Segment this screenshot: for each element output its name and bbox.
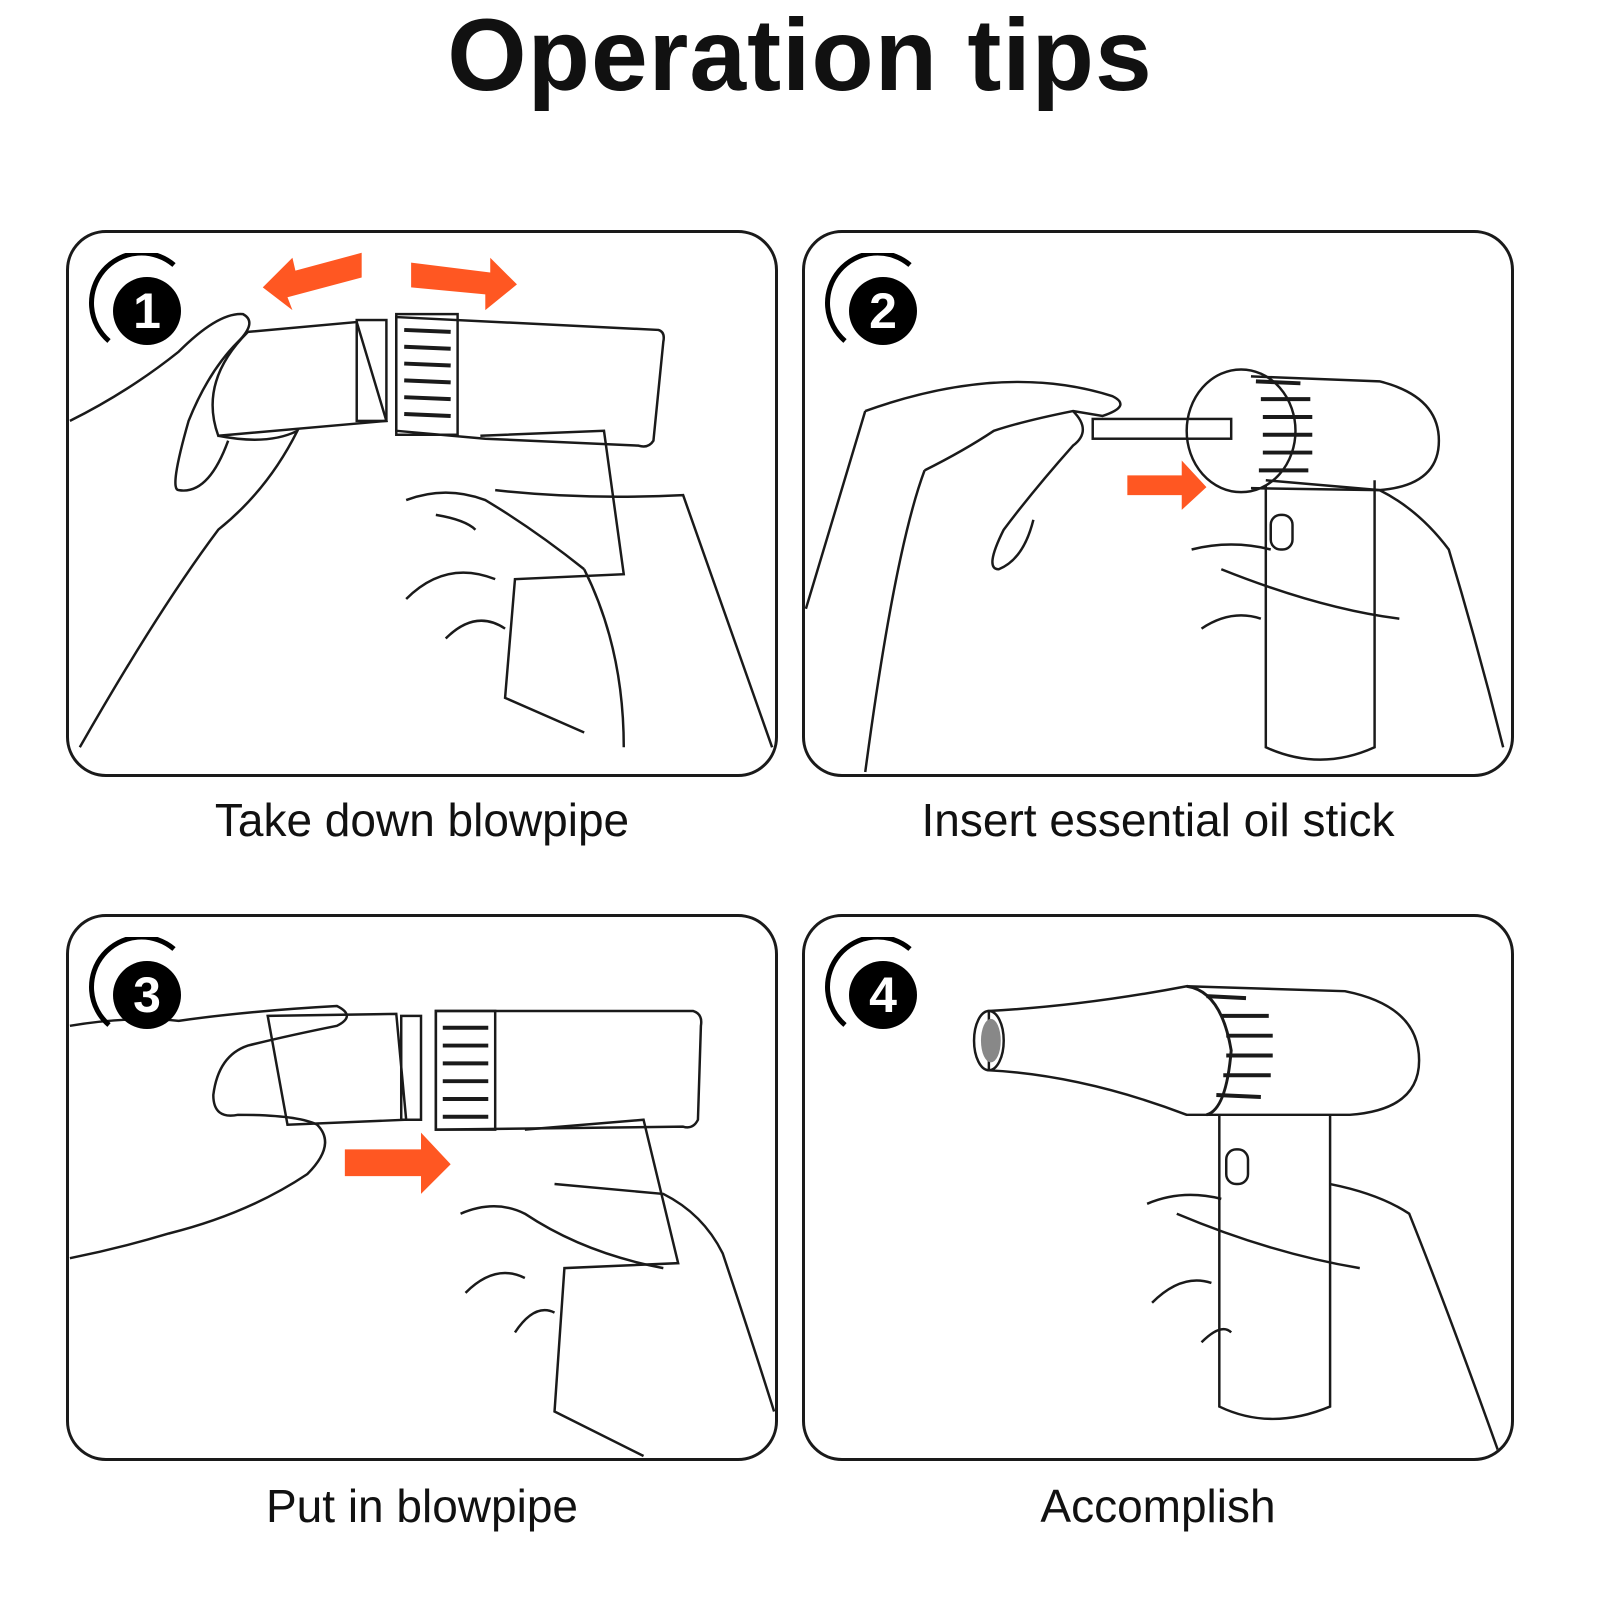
dryer-ring xyxy=(1185,368,1297,494)
dryer-handle xyxy=(1218,1114,1332,1421)
step-3-caption: Put in blowpipe xyxy=(266,1480,578,1532)
step-2-badge: 2 xyxy=(825,253,921,349)
step-3-illustration xyxy=(69,1004,775,1458)
step-4-badge: 4 xyxy=(825,937,921,1033)
page-title: Operation tips xyxy=(447,0,1153,112)
dryer-ring xyxy=(1186,984,1233,1117)
step-1-badge: 1 xyxy=(89,253,185,349)
blowpipe xyxy=(211,320,389,438)
step-4-illustration xyxy=(972,984,1500,1452)
dryer-nozzle xyxy=(980,1018,1001,1063)
right-hand xyxy=(1191,479,1505,748)
step-1-caption: Take down blowpipe xyxy=(214,794,630,846)
dryer-body xyxy=(1250,375,1441,492)
dryer-body xyxy=(434,1009,703,1131)
left-hand xyxy=(69,1004,349,1260)
dryer-body xyxy=(395,315,665,448)
dryer-handle xyxy=(1264,480,1376,761)
right-hand xyxy=(1146,1182,1500,1452)
step-1-panel: 1 xyxy=(66,230,778,777)
arrow-left-icon xyxy=(262,252,362,311)
arrow-right-icon xyxy=(1127,460,1207,510)
blowpipe xyxy=(266,1012,408,1126)
step-2-panel: 2 xyxy=(802,230,1514,777)
right-hand xyxy=(460,1182,775,1412)
step-3-panel: 3 xyxy=(66,914,778,1461)
dryer-handle xyxy=(480,429,626,734)
arrow-right-icon xyxy=(344,1132,451,1194)
arrow-right-icon xyxy=(411,257,517,311)
dryer-ring xyxy=(434,1009,497,1131)
left-hand xyxy=(805,380,1122,773)
step-3-badge: 3 xyxy=(89,937,185,1033)
step-4-panel: 4 xyxy=(802,914,1514,1461)
step-1-illustration xyxy=(69,252,774,748)
oil-stick xyxy=(1091,417,1233,440)
step-2-caption: Insert essential oil stick xyxy=(921,794,1395,846)
dryer-body xyxy=(987,984,1421,1117)
right-hand xyxy=(405,488,774,748)
step-2-illustration xyxy=(805,368,1505,773)
dryer-handle xyxy=(524,1118,680,1458)
left-hand xyxy=(69,312,301,748)
dryer-ring xyxy=(395,312,459,436)
step-4-caption: Accomplish xyxy=(1040,1480,1276,1532)
